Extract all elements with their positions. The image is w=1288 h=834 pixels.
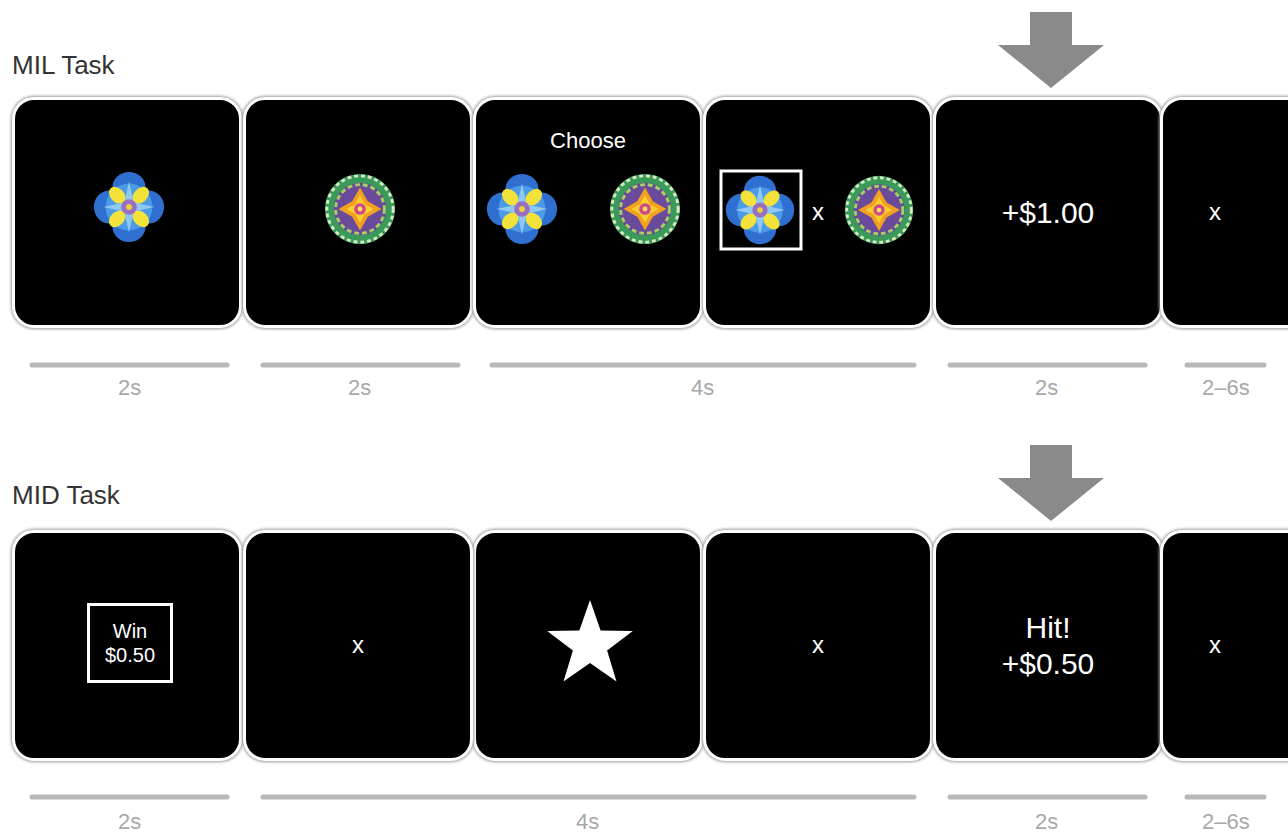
screen-text: x (812, 631, 824, 660)
duration-label: 2s (118, 377, 141, 399)
cue-box: Win$0.50 (87, 603, 173, 683)
screen-panel (243, 97, 473, 328)
screen-panel: x (1160, 97, 1288, 328)
screen-panel: x (1160, 530, 1288, 761)
duration-label: 2–6s (1202, 377, 1250, 399)
screen-text: x (1209, 631, 1221, 660)
screen-text: Win (113, 619, 147, 643)
screen-text: $0.50 (105, 643, 155, 667)
task-title: MID Task (12, 482, 120, 508)
duration-label: 2–6s (1202, 811, 1250, 833)
task-title: MIL Task (12, 52, 115, 78)
screen-panel (12, 97, 242, 328)
screen-text: +$0.50 (1002, 646, 1095, 682)
screen-text: +$1.00 (1002, 195, 1095, 231)
duration-label: 2s (348, 377, 371, 399)
duration-label: 2s (1035, 811, 1058, 833)
screen-text: Hit! (1026, 610, 1071, 646)
screen-panel: Hit!+$0.50 (933, 530, 1163, 761)
screen-panel (473, 530, 703, 761)
duration-label: 4s (691, 377, 714, 399)
screen-panel: x (243, 530, 473, 761)
screen-panel: x (703, 97, 933, 328)
screen-panel: +$1.00 (933, 97, 1163, 328)
duration-label: 4s (576, 811, 599, 833)
duration-label: 2s (1035, 377, 1058, 399)
screen-panel: x (703, 530, 933, 761)
duration-label: 2s (118, 811, 141, 833)
screen-text: x (812, 198, 824, 227)
screen-text: x (1209, 198, 1221, 227)
screen-panel: Choose (473, 97, 703, 328)
screen-text: x (352, 631, 364, 660)
screen-text: Choose (550, 128, 626, 154)
